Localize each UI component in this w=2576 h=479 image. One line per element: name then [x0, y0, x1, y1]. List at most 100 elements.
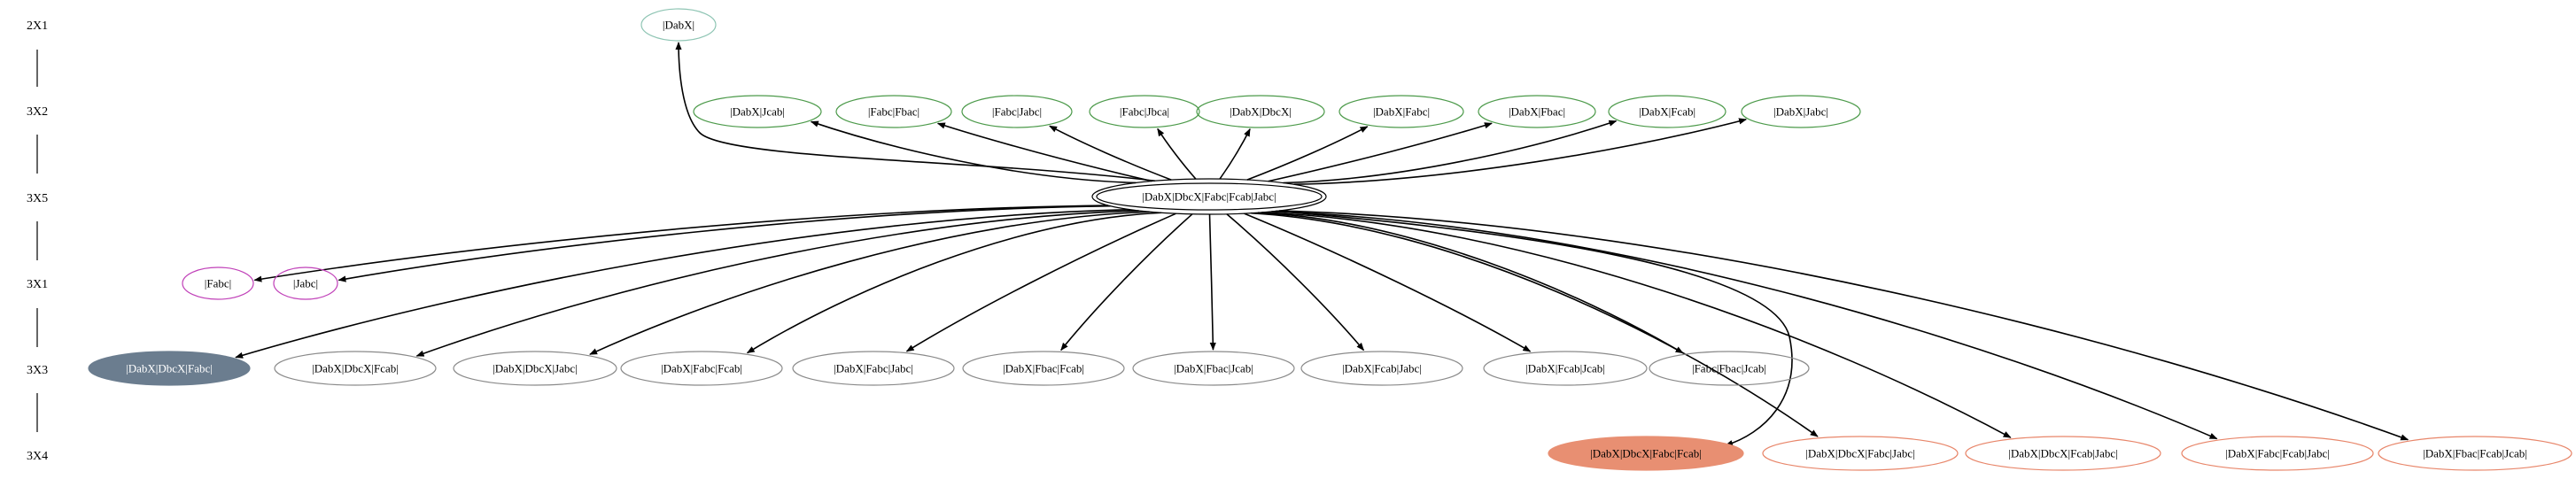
edge-hub-to-n_3x2_4 — [1157, 127, 1197, 180]
rank-label-3x2: 3X2 — [27, 105, 48, 119]
node-label: |DabX|Fbac|Fcab| — [1003, 362, 1084, 375]
edge-hub-to-n_3x4_4 — [1271, 211, 2218, 440]
graph-node[interactable]: |DabX|Fabc|Fcab|Jabc| — [2181, 436, 2374, 471]
node-label: |DabX|DbcX|Fabc| — [126, 362, 213, 375]
rank-label-3x5: 3X5 — [27, 192, 48, 205]
graph-node[interactable]: |DabX|Fcab|Jabc| — [1300, 351, 1463, 386]
edge-hub-to-n_2x1 — [675, 42, 1156, 182]
node-inner-ring — [1096, 182, 1323, 211]
edge-hub-to-n_3x1_2 — [338, 205, 1111, 282]
node-label: |DabX|DbcX|Fcab|Jabc| — [2008, 447, 2117, 460]
node-shape — [962, 351, 1125, 386]
node-label: |Fabc|Fbac| — [868, 105, 919, 119]
edge-hub-to-n_3x2_2 — [936, 122, 1152, 182]
edge-hub-to-n_3x3_1 — [235, 208, 1130, 359]
edge-hub-to-n_3x2_6 — [1246, 126, 1369, 181]
graph-node[interactable]: |Fabc|Fbac| — [835, 95, 952, 128]
edge-hub-to-n_3x2_9 — [1293, 118, 1748, 186]
node-label: |DabX| — [663, 19, 694, 32]
node-shape — [182, 267, 254, 300]
hub-node[interactable]: |DabX|DbcX|Fabc|Fcab|Jabc| — [1091, 178, 1327, 215]
graph-node[interactable]: |DabX|DbcX| — [1196, 95, 1325, 128]
node-shape — [2378, 436, 2572, 471]
graph-node[interactable]: |Fabc|Jabc| — [961, 95, 1073, 128]
graph-node[interactable]: |DabX|DbcX|Fabc|Jabc| — [1762, 436, 1959, 471]
graph-node[interactable]: |DabX|Fbac| — [1478, 95, 1596, 128]
node-label: |DabX|Fabc| — [1373, 105, 1430, 119]
node-shape — [1089, 95, 1200, 128]
node-shape — [640, 8, 717, 42]
edge-hub-to-n_3x2_1 — [810, 120, 1137, 184]
edge-hub-to-n_3x3_6 — [1060, 213, 1193, 352]
graph-node[interactable]: |DabX|DbcX|Fabc| — [88, 351, 251, 386]
edge-hub-to-n_3x3_5 — [905, 212, 1176, 352]
node-label: |DabX|DbcX|Fcab| — [312, 362, 399, 375]
graph-node[interactable]: |DabX|Fabc| — [1338, 95, 1464, 128]
node-shape — [1649, 351, 1810, 386]
node-label: |DabX|Fabc|Fcab|Jabc| — [2225, 447, 2330, 460]
edge-hub-to-n_3x1_1 — [253, 205, 1108, 282]
graph-node[interactable]: |DabX|Fcab|Jcab| — [1483, 351, 1648, 386]
edge-hub-to-n_3x2_5 — [1219, 127, 1251, 180]
node-shape — [835, 95, 952, 128]
node-label: |DabX|DbcX|Fabc|Fcab| — [1590, 447, 1702, 460]
node-label: |DabX|Fbac| — [1509, 105, 1565, 119]
node-shape — [2181, 436, 2374, 471]
node-label: |DabX|Fabc|Jabc| — [834, 362, 913, 375]
edge-hub-to-n_3x4_3 — [1261, 212, 2012, 438]
node-shape — [1548, 436, 1744, 471]
edge-hub-to-n_3x3_4 — [746, 212, 1162, 354]
edge-hub-to-n_3x3_10 — [1257, 212, 1684, 354]
node-shape — [620, 351, 783, 386]
graph-node[interactable]: |DabX| — [640, 8, 717, 42]
graph-node[interactable]: |DabX|DbcX|Fcab| — [274, 351, 437, 386]
edge-hub-to-n_3x4_1 — [1276, 210, 1793, 447]
graph-node[interactable]: |Fabc|Fbac|Jcab| — [1649, 351, 1810, 386]
node-shape — [1965, 436, 2161, 471]
graph-node[interactable]: |Fabc|Jbca| — [1089, 95, 1200, 128]
rank-label-3x1: 3X1 — [27, 278, 48, 291]
edge-hub-to-n_3x2_8 — [1283, 120, 1618, 184]
graph-node[interactable]: |DabX|Jabc| — [1741, 95, 1861, 128]
edge-hub-to-n_3x3_9 — [1244, 212, 1532, 352]
graph-node[interactable]: |DabX|DbcX|Fabc|Fcab| — [1548, 436, 1744, 471]
rank-legend: 2X1 3X2 3X5 3X1 3X3 3X4 — [27, 19, 48, 463]
graph-node[interactable]: |DabX|Fabc|Fcab| — [620, 351, 783, 386]
node-shape — [273, 267, 338, 300]
node-shape — [1762, 436, 1959, 471]
node-shape — [1196, 95, 1325, 128]
node-shape — [693, 95, 822, 128]
graph-node[interactable]: |DabX|Fabc|Jabc| — [792, 351, 955, 386]
edge-hub-to-n_3x3_8 — [1226, 213, 1365, 352]
edge-hub-to-n_3x4_5 — [1278, 210, 2409, 441]
node-label: |DabX|Fcab|Jcab| — [1525, 362, 1605, 375]
rank-label-3x3: 3X3 — [27, 364, 48, 377]
node-shape — [1132, 351, 1295, 386]
graph-node[interactable]: |Jabc| — [273, 267, 338, 300]
node-label: |DabX|Jcab| — [730, 105, 785, 119]
node-label: |DabX|Fabc|Fcab| — [661, 362, 742, 375]
edge-hub-to-n_3x2_7 — [1268, 122, 1493, 182]
graph-node[interactable]: |DabX|Fbac|Fcab|Jcab| — [2378, 436, 2572, 471]
graph-node[interactable]: |DabX|Jcab| — [693, 95, 822, 128]
node-shape — [792, 351, 955, 386]
graph-node[interactable]: |DabX|DbcX|Fcab|Jabc| — [1965, 436, 2161, 471]
node-label: |Fabc|Jbca| — [1120, 105, 1169, 119]
node-label: |Fabc|Jabc| — [992, 105, 1042, 119]
rank-label-3x4: 3X4 — [27, 450, 48, 463]
node-shape — [274, 351, 437, 386]
node-shape — [88, 351, 251, 386]
graph-node[interactable]: |DabX|Fcab| — [1608, 95, 1726, 128]
node-label: |Fabc|Fbac|Jcab| — [1692, 362, 1766, 375]
graph-node[interactable]: |Fabc| — [182, 267, 254, 300]
graph-node[interactable]: |DabX|DbcX|Jabc| — [453, 351, 617, 386]
graph-node[interactable]: |DabX|Fbac|Jcab| — [1132, 351, 1295, 386]
graph-node[interactable]: |DabX|Fbac|Fcab| — [962, 351, 1125, 386]
node-shape — [961, 95, 1073, 128]
edge-hub-to-n_3x3_7 — [1208, 213, 1216, 351]
node-label: |DabX|Jabc| — [1773, 105, 1828, 119]
edge-hub-to-n_3x2_3 — [1049, 125, 1172, 181]
node-shape — [1608, 95, 1726, 128]
node-label: |DabX|DbcX| — [1230, 105, 1292, 119]
